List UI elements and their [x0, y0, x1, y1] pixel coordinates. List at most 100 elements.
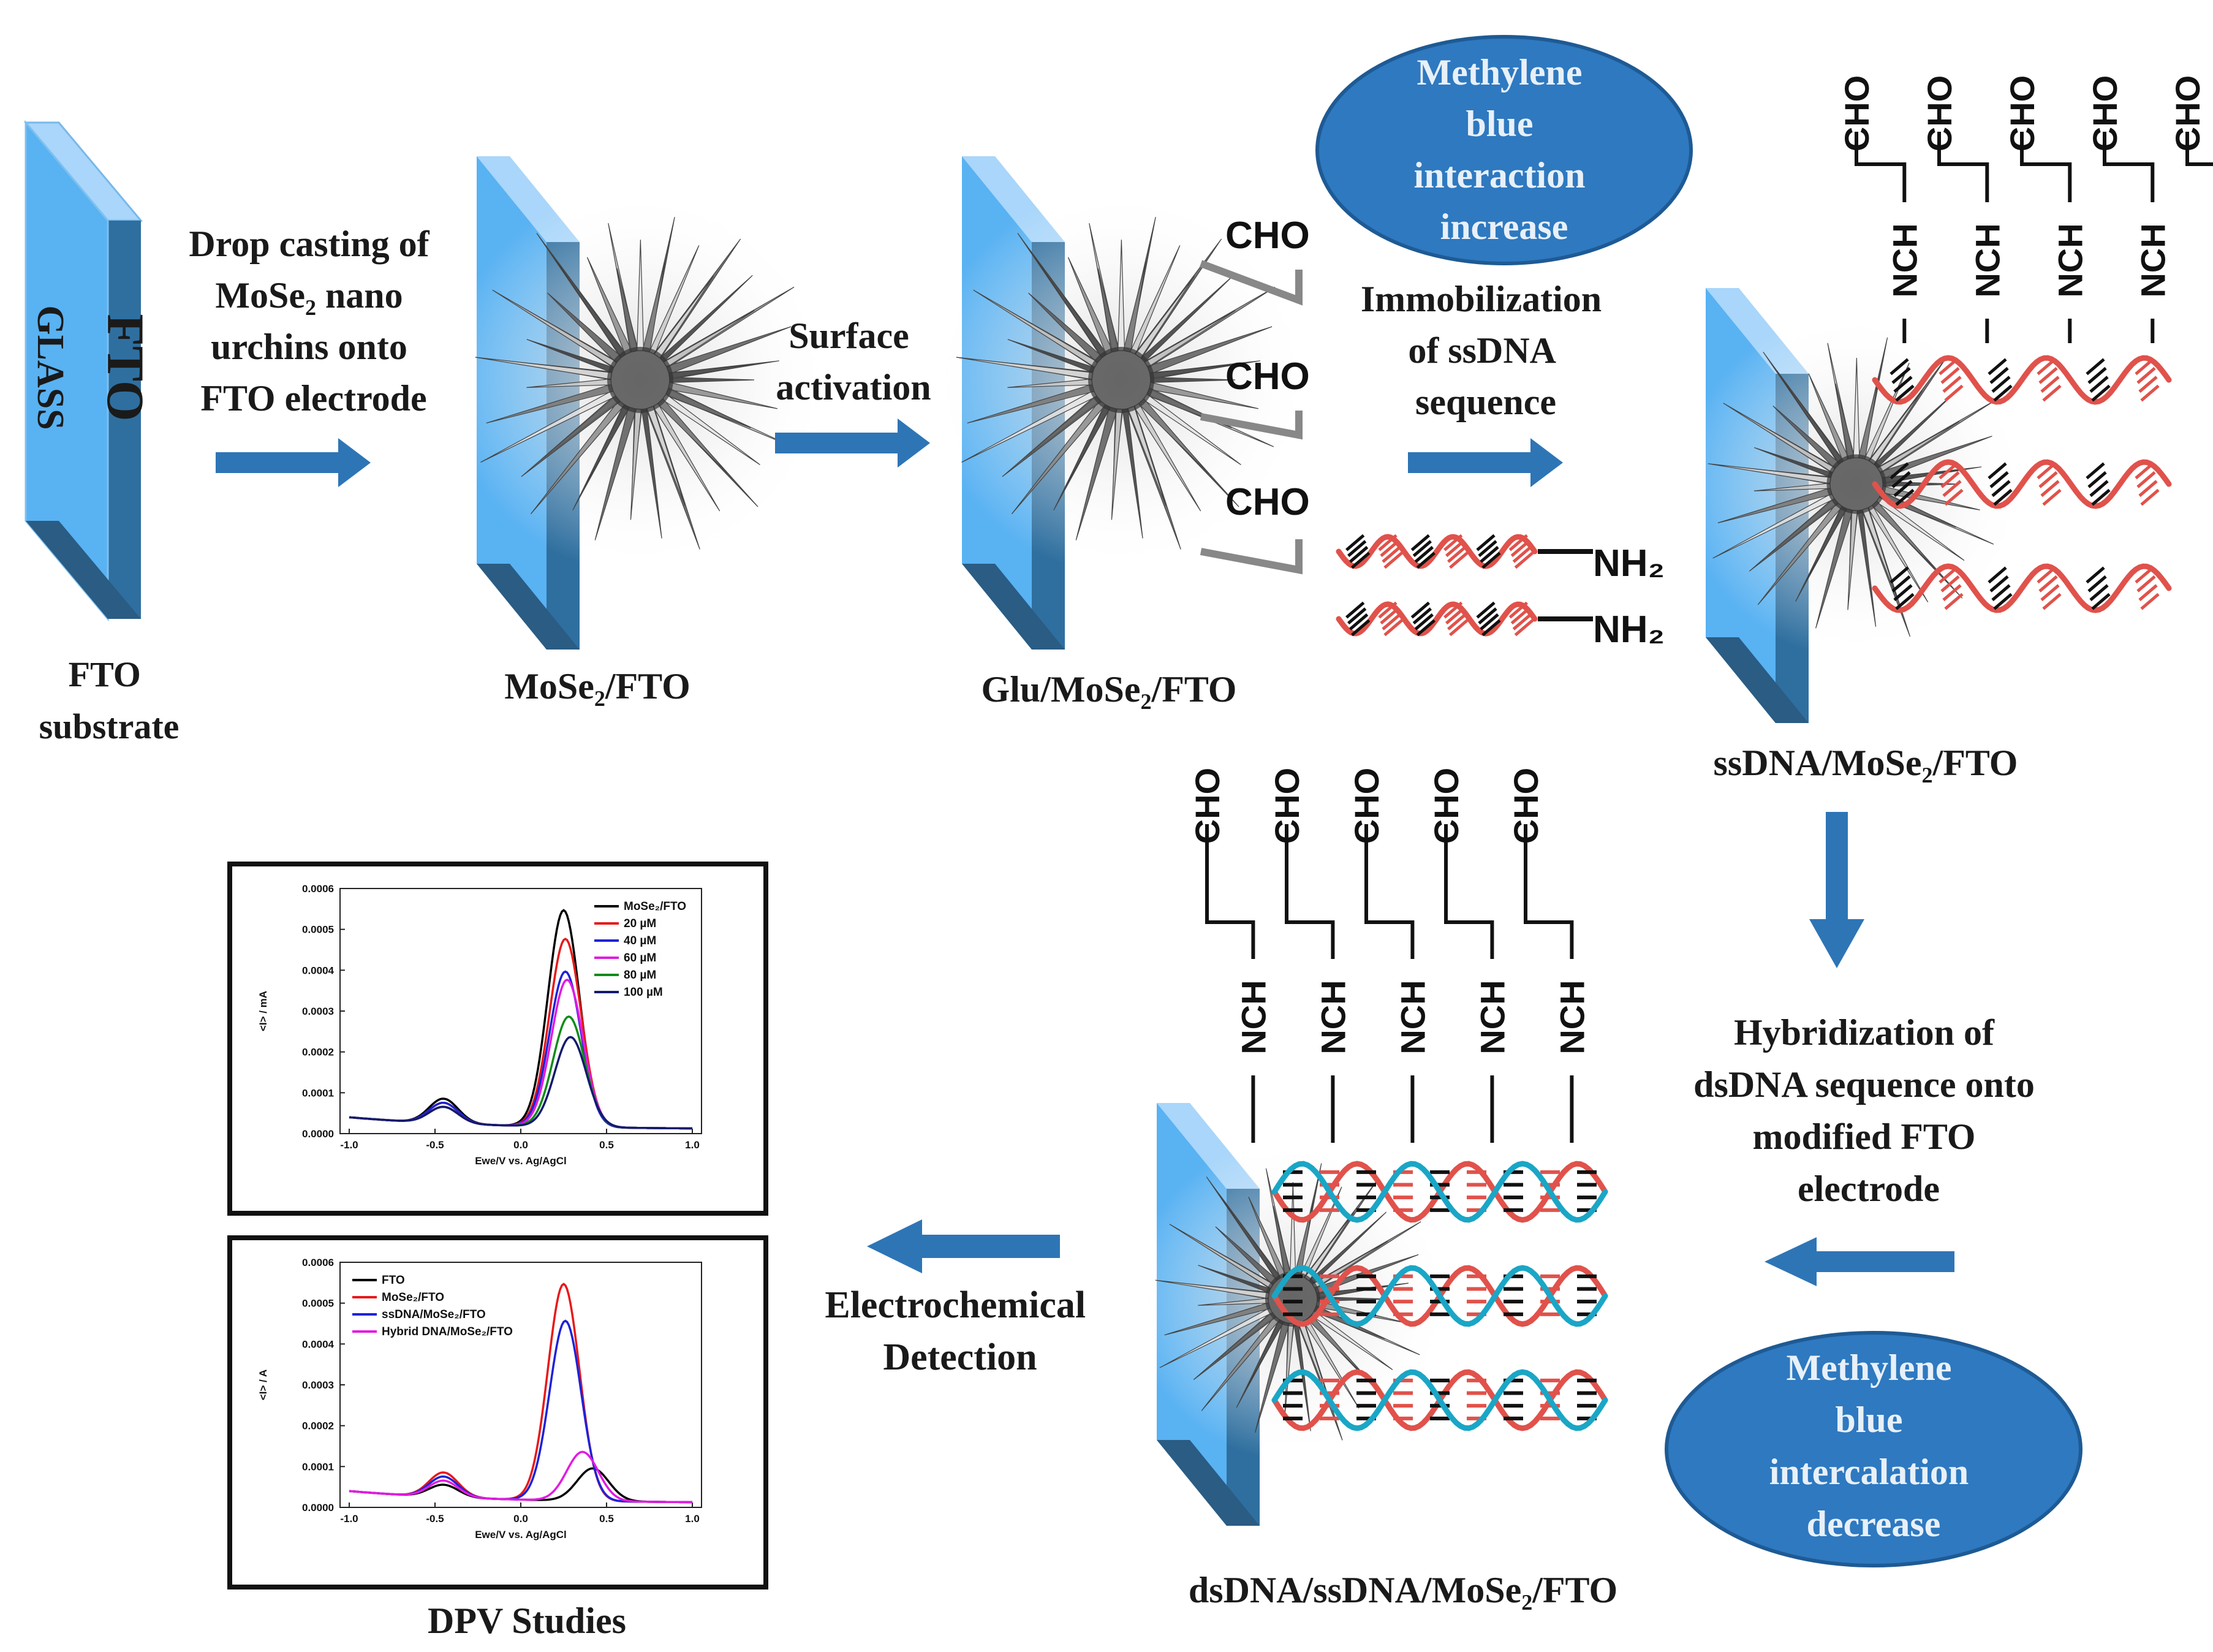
x-tick-label: -1.0 [340, 1139, 358, 1151]
cho-label: CHO [1225, 355, 1310, 398]
svg-text:Methylene blue int: Methylene blue interaction increase [1414, 52, 1595, 247]
legend-entry: 100 µM [624, 986, 663, 999]
x-tick-label: -1.0 [340, 1513, 358, 1525]
x-tick-label: 0.5 [599, 1513, 614, 1525]
ssdna-mose2-fto-caption: ssDNA/MoSe₂/FTO [1714, 743, 2018, 783]
nch-label: NCH [2051, 223, 2089, 297]
fto-substrate-caption: FTO substrate [39, 654, 180, 746]
y-tick-label: 0.0003 [302, 1379, 334, 1391]
x-tick-label: 0.0 [513, 1513, 528, 1525]
fto-face-label: FTO [96, 314, 155, 421]
y-tick-label: 0.0005 [302, 1298, 334, 1309]
ssdna-strand [1336, 601, 1538, 637]
cho-label: CHO [1347, 768, 1386, 844]
cho-label: CHO [1188, 768, 1227, 844]
cho-label: CHO [2086, 75, 2124, 151]
dsdna-helix [1271, 1265, 1608, 1327]
x-tick-label: 0.0 [513, 1139, 528, 1151]
x-tick-label: 1.0 [685, 1513, 700, 1525]
glu-mose2-fto-caption: Glu/MoSe₂/FTO [982, 669, 1237, 710]
svg-text:Methylene blue int: Methylene blue intercalation decrease [1769, 1347, 1978, 1544]
arrow-step2 [775, 419, 930, 468]
mose2-nano-urchin [447, 187, 833, 573]
nh2-label: NH₂ [1593, 542, 1665, 585]
arrow-step5 [1765, 1237, 1954, 1286]
surface-activation-step-label: Surface activation [776, 316, 931, 407]
legend-entry: MoSe₂/FTO [382, 1291, 444, 1304]
legend-entry: 20 µM [624, 917, 656, 930]
dpv-studies-caption: DPV Studies [428, 1601, 626, 1641]
x-tick-label: -0.5 [426, 1139, 444, 1151]
nch-label: NCH [1314, 980, 1352, 1054]
y-tick-label: 0.0001 [302, 1461, 334, 1472]
nch-label: NCH [1553, 980, 1591, 1054]
nch-label: NCH [2133, 223, 2172, 297]
cho-label: CHO [1837, 75, 1876, 151]
x-tick-label: -0.5 [426, 1513, 444, 1525]
nh2-label: NH₂ [1593, 608, 1665, 651]
legend-entry: MoSe₂/FTO [624, 900, 686, 913]
y-axis-label: <I> / mA [257, 991, 269, 1031]
dsdna-ssdna-mose2-fto-caption: dsDNA/ssDNA/MoSe₂/FTO [1189, 1570, 1617, 1610]
legend-entry: 60 µM [624, 952, 656, 964]
nch-label: NCH [1885, 223, 1924, 297]
nch-label: NCH [1968, 223, 2007, 297]
legend-entry: FTO [382, 1274, 405, 1287]
y-tick-label: 0.0000 [302, 1502, 334, 1514]
x-tick-label: 0.5 [599, 1139, 614, 1151]
series-line [349, 1450, 692, 1504]
ssdna-nano-urchin [1682, 310, 2030, 658]
series-line [349, 1036, 692, 1130]
y-tick-label: 0.0004 [302, 1338, 335, 1350]
methylene-blue-intercalation-oval: Methylene blue intercalation decrease [1665, 1331, 2082, 1567]
ssdna-immobilized [1872, 355, 2172, 405]
dpv-plot-concentration: 0.00000.00010.00020.00030.00040.00050.00… [227, 862, 768, 1216]
y-axis-label: <I> / A [257, 1370, 269, 1400]
fto-substrate: FTO GLASS [23, 119, 155, 622]
glass-side-label: GLASS [29, 305, 71, 430]
mose2-fto-caption: MoSe₂/FTO [504, 666, 690, 707]
legend-entry: Hybrid DNA/MoSe₂/FTO [382, 1325, 513, 1338]
y-tick-label: 0.0006 [302, 883, 334, 895]
y-tick-label: 0.0002 [302, 1047, 334, 1058]
dpv-plot-electrodes: 0.00000.00010.00020.00030.00040.00050.00… [227, 1235, 768, 1589]
arrow-step6 [867, 1219, 1060, 1273]
chart-frame [227, 1235, 768, 1589]
legend-entry: 40 µM [624, 934, 656, 947]
nch-label: NCH [1393, 980, 1432, 1054]
nch-label: NCH [1473, 980, 1511, 1054]
arrow-step4 [1809, 812, 1864, 968]
y-tick-label: 0.0001 [302, 1087, 334, 1099]
hybridization-step-label: Hybridization of dsDNA sequence onto mod… [1693, 1012, 2044, 1209]
cho-label: CHO [1427, 768, 1466, 844]
ssdna-strand [1336, 534, 1538, 569]
cho-label: CHO [1225, 214, 1310, 257]
cho-label: CHO [1225, 481, 1310, 523]
ssdna-immobilized [1872, 459, 2172, 509]
x-tick-label: 1.0 [685, 1139, 700, 1151]
y-tick-label: 0.0006 [302, 1257, 334, 1268]
y-tick-label: 0.0000 [302, 1128, 334, 1140]
x-axis-label: Ewe/V vs. Ag/AgCl [475, 1529, 567, 1540]
detection-step-label: Electrochemical Detection [825, 1284, 1095, 1378]
immobilization-step-label: Immobilization of ssDNA sequence [1361, 279, 1611, 422]
x-axis-label: Ewe/V vs. Ag/AgCl [475, 1155, 567, 1167]
dsdna-helix [1271, 1161, 1608, 1223]
glutaraldehyde-linkers [1199, 260, 1303, 575]
cho-label: CHO [1920, 75, 1959, 151]
y-tick-label: 0.0004 [302, 964, 335, 976]
drop-casting-step-label: Drop casting of MoSe₂ nano urchins onto … [189, 224, 438, 419]
ssdna-immobilized [1872, 563, 2172, 613]
glu-nano-urchin [928, 187, 1314, 573]
y-tick-label: 0.0002 [302, 1420, 334, 1432]
cho-label: CHO [1507, 768, 1545, 844]
dsdna-helix [1271, 1369, 1608, 1431]
y-tick-label: 0.0003 [302, 1006, 334, 1017]
legend-entry: ssDNA/MoSe₂/FTO [382, 1308, 486, 1321]
nch-label: NCH [1234, 980, 1273, 1054]
cho-label: CHO [2168, 75, 2207, 151]
chart-frame [227, 862, 768, 1216]
